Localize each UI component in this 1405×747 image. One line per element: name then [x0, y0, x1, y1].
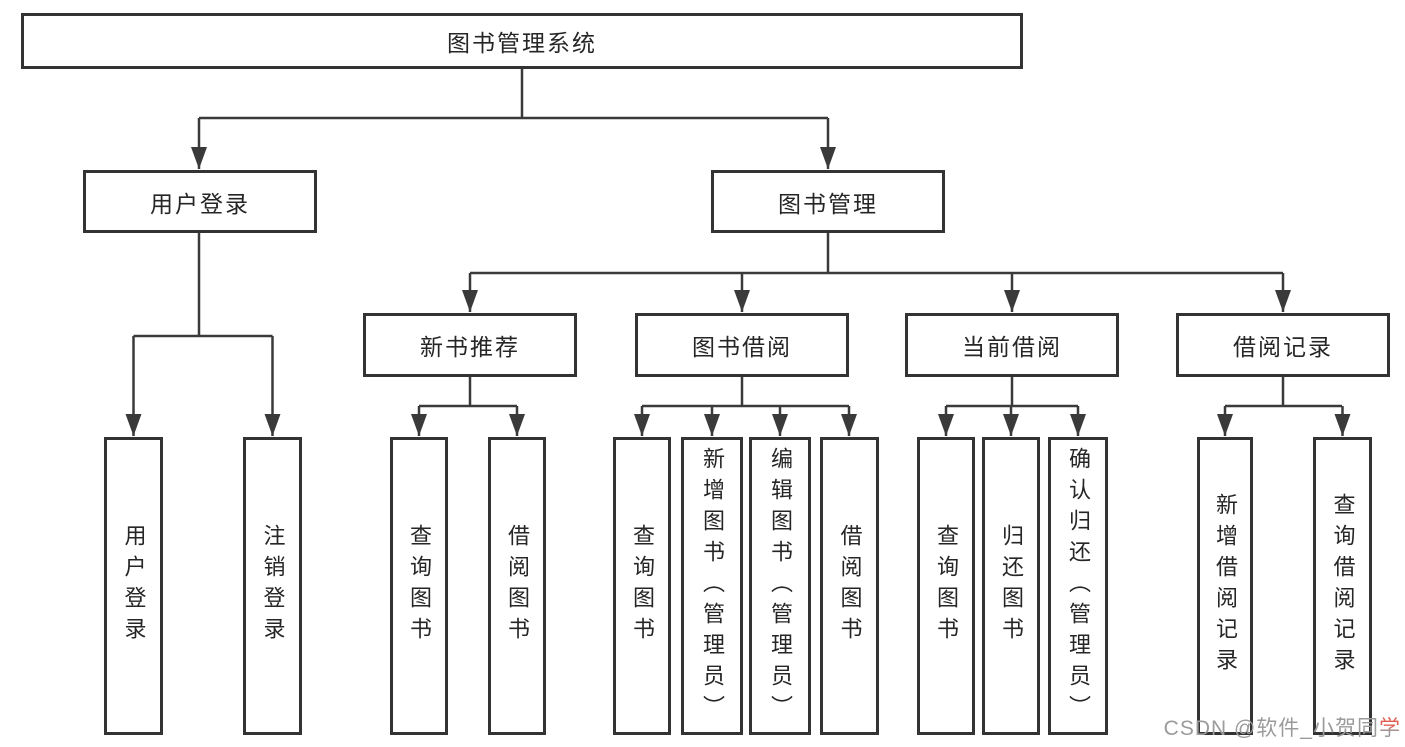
node-book-borrow: 图书借阅: [635, 313, 849, 377]
node-root-label: 图书管理系统: [447, 30, 597, 56]
node-current-borrow: 当前借阅: [905, 313, 1119, 377]
leaf-borrow-add: 新增图书（管理员）: [681, 437, 743, 735]
leaf-borrow-edit-label: 编辑图书（管理员）: [768, 446, 793, 726]
leaf-login-label: 用户登录: [121, 524, 147, 648]
node-user-login-label: 用户登录: [150, 190, 250, 217]
leaf-newbook-query-label: 查询图书: [407, 524, 432, 648]
leaf-borrow-borrow: 借阅图书: [820, 437, 879, 735]
leaf-newbook-borrow: 借阅图书: [488, 437, 546, 735]
node-book-borrow-label: 图书借阅: [692, 334, 792, 360]
leaf-current-confirm-label: 确认归还（管理员）: [1066, 446, 1091, 726]
node-new-book: 新书推荐: [363, 313, 577, 377]
connectors-current-borrow: [938, 377, 1086, 436]
leaf-current-confirm: 确认归还（管理员）: [1048, 437, 1108, 735]
leaf-current-return: 归还图书: [982, 437, 1040, 735]
leaf-current-return-label: 归还图书: [999, 524, 1024, 648]
node-root: 图书管理系统: [21, 13, 1023, 69]
leaf-borrow-borrow-label: 借阅图书: [837, 524, 863, 648]
leaf-current-query-label: 查询图书: [934, 524, 959, 648]
node-borrow-records: 借阅记录: [1176, 313, 1390, 377]
connectors-root-to-level2: [191, 69, 836, 169]
leaf-borrow-add-label: 新增图书（管理员）: [700, 446, 725, 726]
node-book-mgmt: 图书管理: [711, 170, 945, 233]
connectors-borrow-records: [1217, 377, 1351, 436]
node-current-borrow-label: 当前借阅: [962, 334, 1062, 360]
node-book-mgmt-label: 图书管理: [778, 190, 878, 217]
leaf-records-add-label: 新增借阅记录: [1213, 493, 1238, 679]
leaf-newbook-borrow-label: 借阅图书: [505, 524, 530, 648]
csdn-watermark-text: CSDN @软件_小贺同: [1163, 717, 1379, 740]
connectors-book-mgmt: [462, 233, 1291, 312]
leaf-records-query: 查询借阅记录: [1313, 437, 1372, 735]
connectors-new-book: [411, 377, 525, 436]
node-borrow-records-label: 借阅记录: [1233, 334, 1333, 360]
csdn-watermark: CSDN @软件_小贺同学: [1164, 712, 1401, 742]
leaf-borrow-query: 查询图书: [613, 437, 671, 735]
leaf-logout-label: 注销登录: [260, 524, 286, 648]
leaf-records-add: 新增借阅记录: [1197, 437, 1253, 735]
leaf-current-query: 查询图书: [917, 437, 975, 735]
connectors-book-borrow: [634, 377, 857, 436]
csdn-watermark-accent: 学: [1379, 717, 1401, 740]
leaf-login: 用户登录: [104, 437, 163, 735]
leaf-newbook-query: 查询图书: [390, 437, 448, 735]
leaf-records-query-label: 查询借阅记录: [1330, 493, 1356, 679]
leaf-logout: 注销登录: [243, 437, 302, 735]
connectors-user-login: [125, 233, 281, 436]
leaf-borrow-query-label: 查询图书: [630, 524, 655, 648]
node-user-login: 用户登录: [83, 170, 317, 233]
leaf-borrow-edit: 编辑图书（管理员）: [749, 437, 811, 735]
node-new-book-label: 新书推荐: [420, 334, 520, 360]
